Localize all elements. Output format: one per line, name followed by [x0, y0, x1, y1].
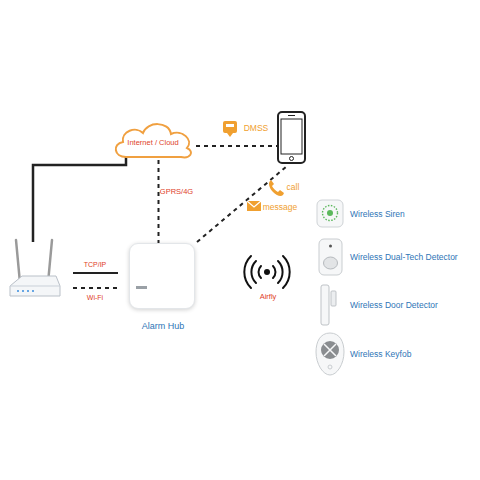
- router-led: [32, 290, 34, 292]
- device-icon: [314, 283, 346, 327]
- keyfob-buttons: [324, 344, 336, 356]
- link-label: Wi-Fi: [87, 294, 103, 301]
- wifi-link: [73, 287, 118, 289]
- hub-device: [129, 243, 195, 309]
- wireless-wave: [278, 261, 283, 283]
- device-name: Wireless Keyfob: [350, 349, 411, 359]
- device-item: Wireless Dual-Tech Detector: [314, 237, 480, 277]
- alarm-hub: Alarm Hub: [129, 243, 197, 335]
- wireless-wave: [244, 256, 251, 288]
- router-edge: [10, 286, 60, 287]
- envelope-body: [247, 201, 261, 211]
- detector-lens: [324, 257, 338, 269]
- app-icon-body: [223, 121, 237, 133]
- cloud-node: Internet / Cloud: [110, 118, 196, 160]
- device-item: Wireless Siren: [314, 198, 480, 230]
- edge-label: GPRS/4G: [160, 188, 193, 196]
- device-icon: [314, 237, 346, 277]
- app-icon: [223, 121, 237, 137]
- wireless-wave: [283, 256, 290, 288]
- device-item: Wireless Keyfob: [314, 331, 480, 377]
- device-item: Wireless Door Detector: [314, 283, 480, 327]
- device-icon: [314, 198, 346, 230]
- app-icon-tail: [227, 133, 233, 137]
- wireless-wave: [259, 266, 261, 278]
- phone-symbol: [278, 112, 305, 163]
- app-name: DMSS: [244, 124, 269, 133]
- cloud-shape: [116, 124, 191, 157]
- wireless-wave: [273, 266, 275, 278]
- call-label: call: [287, 183, 300, 192]
- keyfob-pad: [321, 341, 339, 359]
- device-icon: [314, 331, 346, 377]
- router-led: [27, 290, 29, 292]
- device-name: Wireless Door Detector: [350, 300, 438, 310]
- siren-light: [327, 210, 333, 216]
- app-icon-mark: [226, 124, 234, 127]
- phone-speaker: [288, 115, 295, 116]
- siren-body: [317, 200, 343, 227]
- protocol-label: Airfly: [260, 293, 277, 301]
- hub-label: Alarm Hub: [129, 321, 197, 331]
- phone-screen: [281, 119, 302, 154]
- wireless-wave: [251, 261, 256, 283]
- keyfob-body: [316, 333, 344, 375]
- envelope-flap: [247, 201, 261, 207]
- device-name: Wireless Dual-Tech Detector: [350, 252, 458, 262]
- router-led: [22, 290, 24, 292]
- router-body: [10, 276, 60, 296]
- device-name: Wireless Siren: [350, 209, 405, 219]
- detector-body: [319, 239, 342, 275]
- router-symbol: [10, 240, 60, 296]
- cloud-label: Internet / Cloud: [127, 138, 178, 147]
- phone-body: [278, 112, 305, 163]
- wireless-symbol: [244, 256, 289, 288]
- wireless-dot: [264, 269, 270, 275]
- message-icon: [247, 201, 261, 211]
- call-icon: [269, 180, 284, 196]
- detector-led: [329, 245, 332, 248]
- brand-mark: [136, 286, 147, 289]
- door-magnet: [331, 291, 336, 306]
- tcpip-wire: [73, 272, 118, 274]
- dashed-connector: [158, 160, 160, 243]
- message-label: message: [263, 203, 298, 212]
- siren-ring: [323, 206, 338, 221]
- router-led: [17, 290, 19, 292]
- phone-button: [290, 157, 294, 161]
- router-antenna: [16, 240, 20, 283]
- network-wire: [33, 156, 126, 242]
- keyfob-hole: [328, 365, 332, 369]
- link-label: TCP/IP: [84, 261, 107, 268]
- door-sensor: [321, 285, 329, 325]
- app-link: [196, 145, 277, 147]
